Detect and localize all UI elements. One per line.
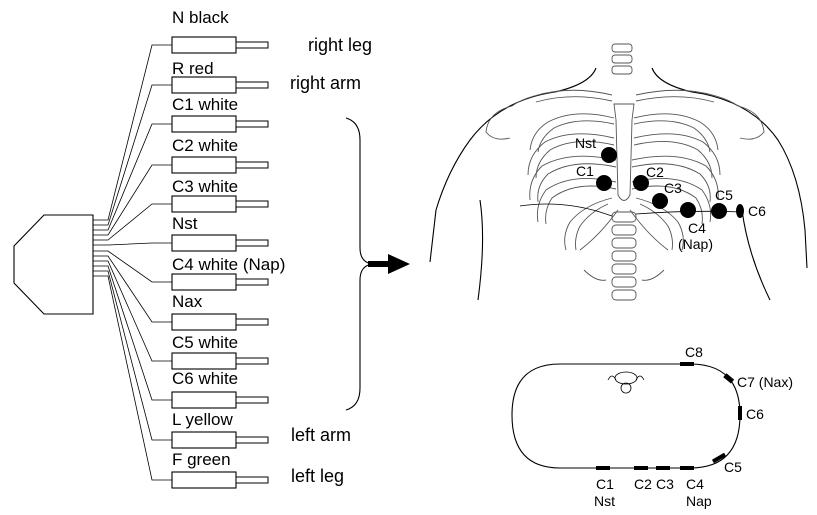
lead-pin-r (236, 82, 268, 88)
electrode-label-c2: C2 (646, 164, 664, 180)
label-left-arm: left arm (291, 425, 351, 445)
xsec-electrode-c4 (680, 466, 694, 470)
lead-plug-n (172, 37, 236, 53)
lead-wire-c2 (93, 165, 172, 235)
lead-label-c3: C3 white (172, 177, 238, 196)
lead-pin-c5 (236, 358, 268, 364)
xsec-electrode-c1 (596, 466, 610, 470)
lead-label-c2: C2 white (172, 136, 238, 155)
lead-wire-n (93, 45, 172, 220)
lead-plug-c2 (172, 157, 236, 173)
lead-plug-l (172, 432, 236, 448)
xsec-label-c4: C4 (686, 476, 704, 492)
lead-pin-c3 (236, 201, 268, 207)
electrode-label-c5: C5 (715, 187, 733, 203)
lead-pin-l (236, 437, 268, 443)
lead-wires (93, 45, 172, 480)
electrode-c5 (711, 203, 727, 219)
xsec-label-nap: Nap (686, 493, 712, 509)
connector-block (14, 215, 93, 314)
lead-wire-c1 (93, 124, 172, 230)
electrode-label-c4: C4 (688, 220, 706, 236)
xsec-electrode-c3 (656, 466, 670, 470)
lead-plug-c1 (172, 116, 236, 132)
lead-plug-nst (172, 235, 236, 251)
label-right-leg: right leg (308, 35, 372, 55)
lead-label-nst: Nst (172, 214, 198, 233)
xsec-electrode-c2 (634, 466, 648, 470)
electrode-c4 (680, 202, 696, 218)
lead-pin-nst (236, 240, 268, 246)
lead-plug-c4 (172, 274, 236, 290)
lead-label-c1: C1 white (172, 95, 238, 114)
lead-label-c4: C4 white (Nap) (172, 255, 285, 274)
lead-label-nax: Nax (172, 292, 203, 311)
lead-pin-c1 (236, 121, 268, 127)
lead-wire-nst (93, 243, 172, 245)
chest-electrodes: Nst C1 C2 C3 C4 (Nap) C5 C6 (575, 135, 766, 252)
xsec-label-c7: C7 (Nax) (737, 374, 793, 390)
electrode-label-c6: C6 (748, 203, 766, 219)
lead-pin-c2 (236, 162, 268, 168)
lead-pin-n (236, 42, 268, 48)
lead-label-f: F green (172, 450, 231, 469)
lead-pin-f (236, 477, 268, 483)
xsec-label-c8: C8 (685, 344, 703, 360)
lead-label-l: L yellow (172, 410, 234, 429)
lead-plug-r (172, 77, 236, 93)
lead-plug-c6 (172, 392, 236, 408)
lead-wire-c6 (93, 266, 172, 400)
arrow-icon (368, 254, 410, 274)
label-right-arm: right arm (290, 73, 361, 93)
lead-plug-f (172, 472, 236, 488)
electrode-label-c1: C1 (576, 163, 594, 179)
lead-wire-l (93, 271, 172, 440)
lead-pin-nax (236, 319, 268, 325)
lead-pin-c4 (236, 279, 268, 285)
electrode-nst (601, 147, 617, 163)
xsec-electrode-c6 (738, 406, 742, 420)
lead-label-c6: C6 white (172, 369, 238, 388)
electrode-label-c4-sub: (Nap) (678, 236, 713, 252)
xsec-electrode-c8 (680, 362, 694, 366)
lead-label-c5: C5 white (172, 333, 238, 352)
label-left-leg: left leg (291, 466, 344, 486)
xsec-label-c5: C5 (724, 459, 742, 475)
lead-plug-nax (172, 314, 236, 330)
lead-plug-c3 (172, 196, 236, 212)
xsec-label-c2: C2 (634, 476, 652, 492)
electrode-c6 (736, 204, 744, 218)
chest-cross-section: C8 C7 (Nax) C6 C5 C4 Nap C3 C2 C1 Nst (512, 344, 793, 509)
electrode-c1 (596, 175, 612, 191)
lead-wire-f (93, 276, 172, 480)
lead-plugs: N black R red C1 white C2 white C3 white… (172, 8, 285, 488)
xsec-label-c3: C3 (656, 476, 674, 492)
lead-label-n: N black (172, 8, 229, 27)
lead-plug-c5 (172, 353, 236, 369)
lead-label-r: R red (172, 59, 214, 78)
electrode-label-c3: C3 (664, 180, 682, 196)
xsec-label-nst: Nst (594, 493, 615, 509)
xsec-label-c1: C1 (596, 476, 614, 492)
electrode-label-nst: Nst (575, 135, 596, 151)
xsec-label-c6: C6 (746, 406, 764, 422)
lead-pin-c6 (236, 397, 268, 403)
torso-illustration (430, 44, 807, 300)
